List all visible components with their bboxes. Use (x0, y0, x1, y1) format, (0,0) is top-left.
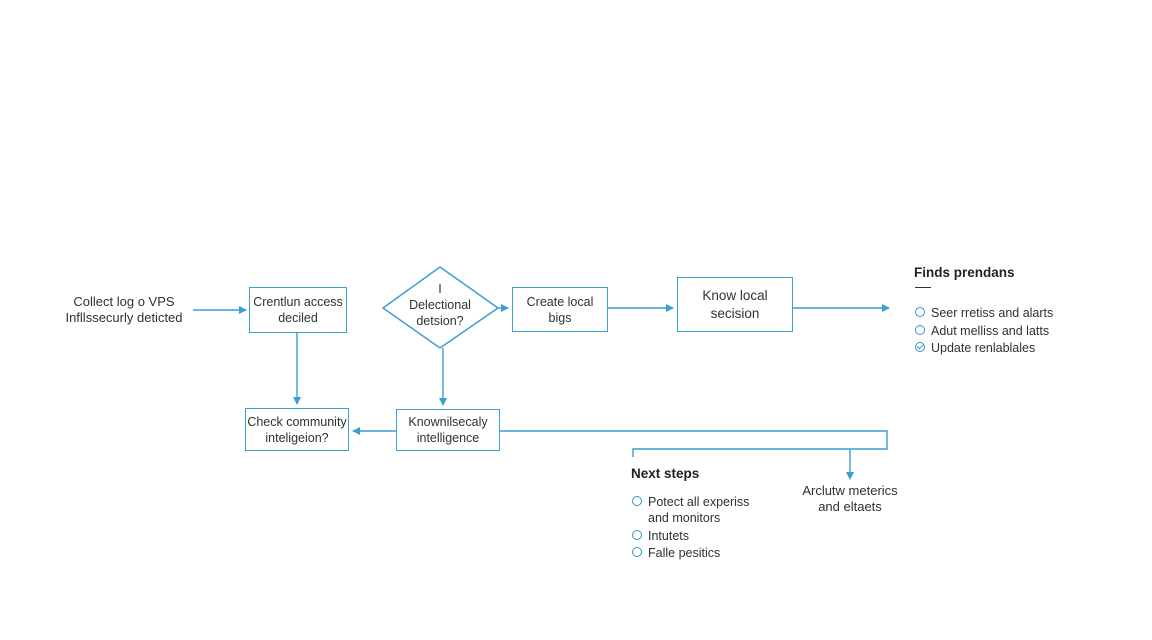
create-local-node: Create local bigs (512, 287, 608, 332)
archive-line-1: Arclutw meterics (802, 483, 898, 498)
decision-line-1: I (438, 282, 442, 296)
know-local-line-2: secision (710, 305, 760, 321)
findings-item-text: Seer rretiss and alarts (931, 306, 1054, 320)
circle-icon (915, 324, 925, 335)
start-node: Collect log o VPS Infllssecurly deticted (56, 294, 192, 326)
next-steps-item-line-1: Intutets (648, 528, 689, 543)
circle-icon (632, 496, 642, 506)
known-malicious-line-2: intelligence (416, 431, 480, 445)
archive-node: Arclutw meterics and eltaets (790, 483, 910, 515)
findings-item: Seer rretiss and alarts (915, 305, 1053, 321)
check-community-node: Check community inteligeion? (245, 408, 349, 451)
know-local-line-1: Know local (702, 287, 768, 303)
start-node-line-2: Infllssecurly deticted (65, 310, 183, 325)
next-steps-item-line-2: and monitors (648, 511, 721, 525)
next-steps-item-line-1: Falle pesitics (648, 546, 721, 560)
findings-item: Update renlablales (915, 340, 1053, 356)
know-local-node: Know local secision (677, 277, 793, 332)
next-steps-item: Potect all experiss and monitors (632, 494, 749, 526)
findings-title: Finds prendans (914, 265, 1015, 280)
check-circle-icon (915, 342, 925, 352)
circle-icon (915, 307, 925, 317)
decision-diamond (381, 266, 500, 349)
findings-title-rule (915, 287, 931, 288)
check-community-line-1: Check community (247, 414, 347, 429)
findings-item: Adut melliss and latts (915, 323, 1053, 339)
known-malicious-node: Knownilsecaly intelligence (396, 409, 500, 451)
connector-known-to-branch (500, 430, 888, 457)
known-malicious-line-1: Knownilsecaly (408, 415, 488, 429)
decision-node-label: I Delectional detsion? (395, 281, 485, 329)
create-local-line-2: bigs (548, 310, 572, 325)
circle-icon (632, 529, 642, 540)
start-node-line-1: Collect log o VPS (73, 294, 175, 309)
decision-line-2: Delectional (409, 298, 471, 312)
next-steps-item: Falle pesitics (632, 545, 749, 561)
findings-list: Seer rretiss and alarts Adut melliss and… (915, 305, 1053, 358)
next-steps-list: Potect all experiss and monitors Intutet… (632, 494, 749, 563)
credential-access-line-1: Crentlun access (253, 295, 343, 309)
findings-item-text: Adut melliss and latts (931, 323, 1050, 338)
check-community-line-2: inteligeion? (265, 430, 329, 445)
next-steps-item-line-1: Potect all experiss (648, 495, 750, 509)
circle-icon (632, 547, 642, 557)
credential-access-line-2: deciled (278, 311, 318, 325)
create-local-line-1: Create local (526, 294, 594, 309)
decision-line-3: detsion? (416, 314, 464, 328)
findings-item-text: Update renlablales (931, 341, 1036, 355)
archive-line-2: and eltaets (818, 499, 882, 514)
next-steps-title: Next steps (631, 466, 700, 481)
next-steps-item: Intutets (632, 528, 749, 544)
credential-access-node: Crentlun access deciled (249, 287, 347, 333)
